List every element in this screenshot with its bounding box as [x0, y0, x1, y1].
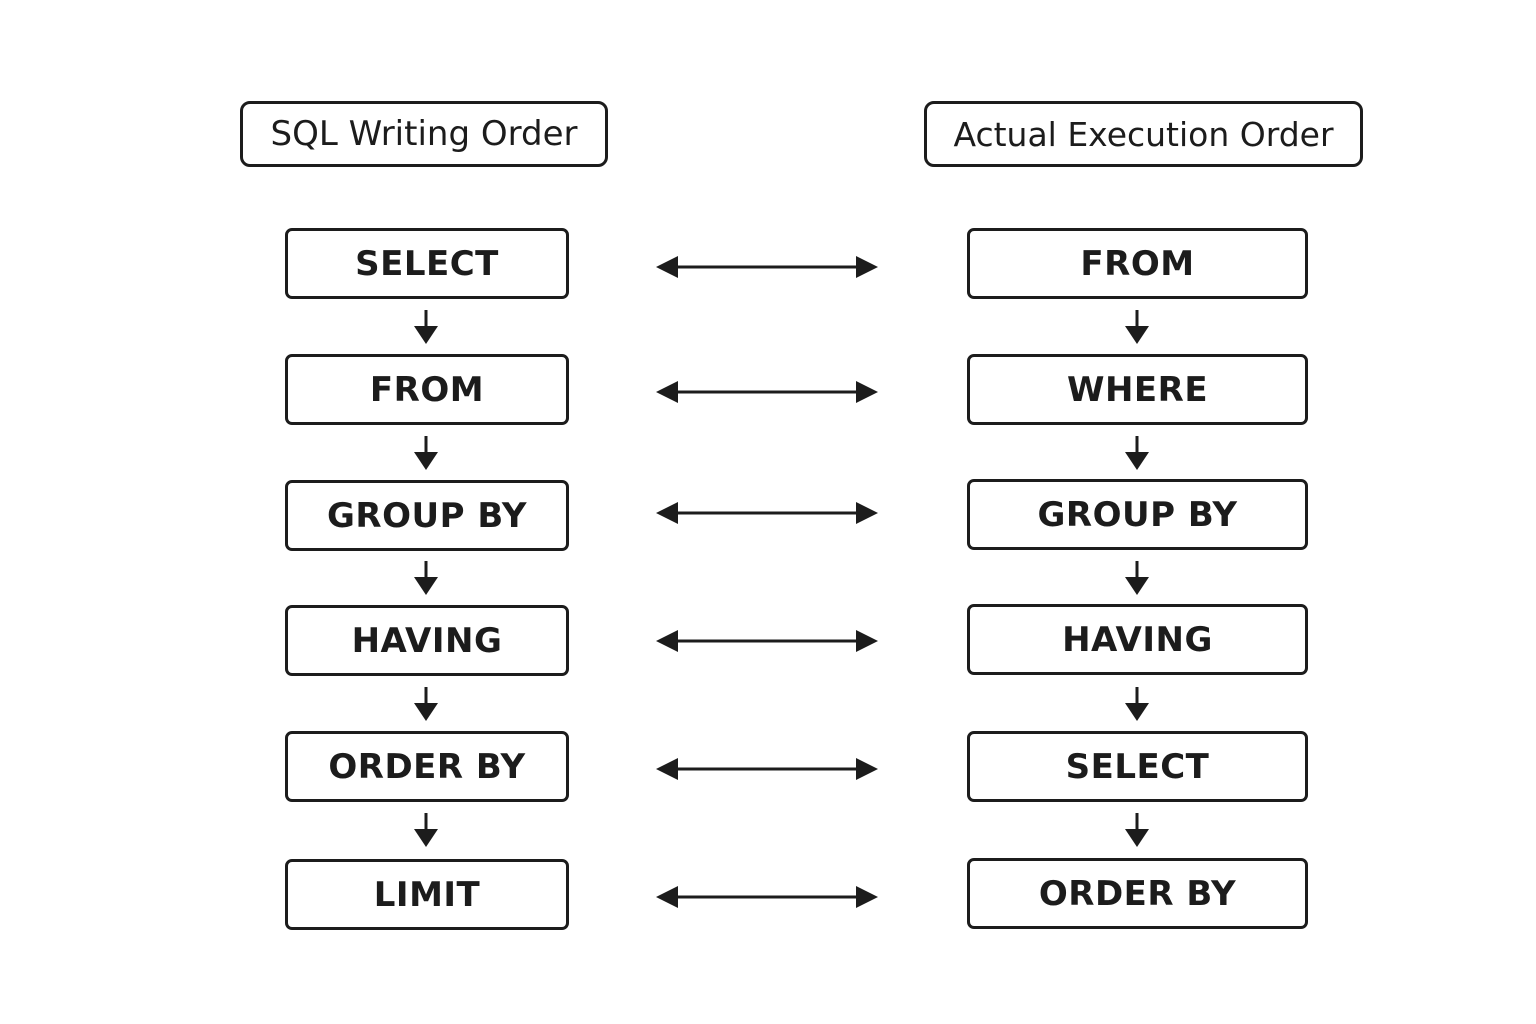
writing-down-arrow	[414, 561, 438, 595]
execution-step-group-by: GROUP BY	[967, 479, 1308, 550]
execution-step-label: FROM	[1080, 243, 1195, 284]
execution-down-arrow	[1125, 687, 1149, 721]
writing-step-label: FROM	[369, 369, 485, 410]
execution-step-where: WHERE	[967, 354, 1308, 425]
execution-step-label: HAVING	[1062, 619, 1213, 660]
writing-step-limit: LIMIT	[285, 859, 569, 930]
mapping-double-arrow	[656, 502, 878, 524]
mapping-double-arrow	[656, 381, 878, 403]
execution-down-arrow	[1125, 813, 1149, 847]
execution-down-arrow	[1125, 561, 1149, 595]
mapping-double-arrow	[656, 758, 878, 780]
writing-step-label: ORDER BY	[328, 746, 526, 787]
execution-down-arrow	[1125, 310, 1149, 344]
writing-step-label: HAVING	[351, 620, 503, 661]
execution-step-label: WHERE	[1066, 369, 1209, 410]
writing-step-label: SELECT	[355, 243, 499, 284]
execution-step-select: SELECT	[967, 731, 1308, 802]
writing-step-having: HAVING	[285, 605, 569, 676]
writing-down-arrow	[414, 436, 438, 470]
execution-step-from: FROM	[967, 228, 1308, 299]
actual-execution-order-header-label: Actual Execution Order	[953, 114, 1334, 154]
writing-down-arrow	[414, 310, 438, 344]
sql-writing-order-header-label: SQL Writing Order	[270, 114, 578, 154]
execution-step-having: HAVING	[967, 604, 1308, 675]
execution-step-label: SELECT	[1065, 746, 1210, 787]
mapping-double-arrow	[656, 630, 878, 652]
execution-step-label: GROUP BY	[1037, 494, 1238, 535]
mapping-double-arrow	[656, 256, 878, 278]
writing-step-select: SELECT	[285, 228, 569, 299]
writing-step-label: LIMIT	[373, 874, 481, 915]
execution-step-order-by: ORDER BY	[967, 858, 1308, 929]
writing-down-arrow	[414, 687, 438, 721]
writing-step-label: GROUP BY	[326, 495, 528, 536]
writing-step-group-by: GROUP BY	[285, 480, 569, 551]
execution-down-arrow	[1125, 436, 1149, 470]
sql-writing-order-header: SQL Writing Order	[240, 101, 608, 167]
execution-step-label: ORDER BY	[1038, 873, 1237, 914]
writing-step-from: FROM	[285, 354, 569, 425]
writing-down-arrow	[414, 813, 438, 847]
mapping-double-arrow	[656, 886, 878, 908]
actual-execution-order-header: Actual Execution Order	[924, 101, 1363, 167]
writing-step-order-by: ORDER BY	[285, 731, 569, 802]
